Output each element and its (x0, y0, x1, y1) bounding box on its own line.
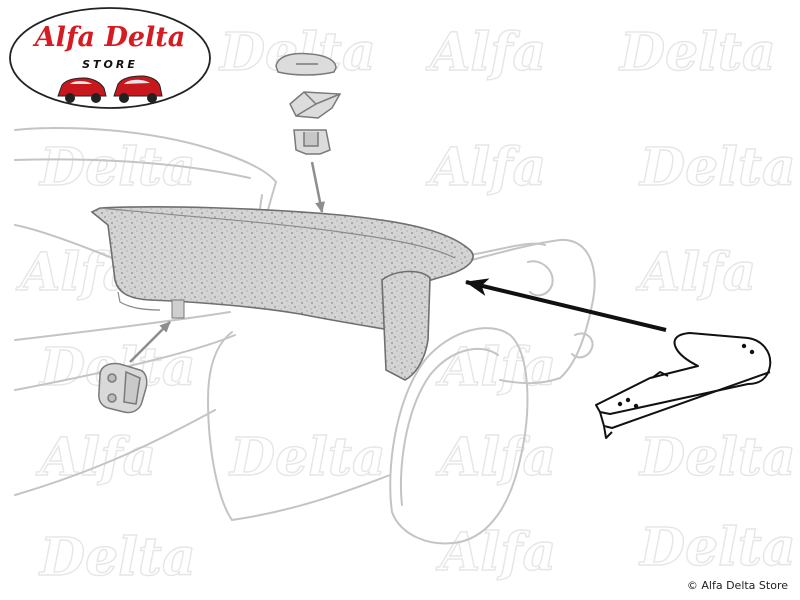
svg-text:Alfa: Alfa (425, 137, 546, 198)
logo-store-text: STORE (82, 58, 138, 71)
car-body-outline (14, 126, 596, 545)
svg-text:Delta: Delta (618, 22, 776, 83)
svg-text:Delta: Delta (638, 427, 796, 488)
logo-car-left (57, 77, 107, 103)
arrow-to-hinge-location (129, 321, 171, 363)
hinge-bracket-part (98, 362, 148, 414)
store-logo: Alfa Delta STORE (9, 7, 211, 109)
svg-text:Alfa: Alfa (425, 22, 546, 83)
rubber-stop-base-part (293, 129, 331, 155)
svg-text:Delta: Delta (38, 527, 196, 588)
svg-text:Alfa: Alfa (435, 522, 556, 583)
rubber-stop-clip-part (289, 91, 342, 119)
copyright-notice: © Alfa Delta Store (686, 579, 788, 592)
arrow-to-stop-location (310, 161, 325, 213)
svg-text:Alfa: Alfa (435, 337, 556, 398)
svg-text:Alfa: Alfa (35, 427, 156, 488)
rubber-stop-cap-part (275, 52, 337, 76)
svg-text:Alfa: Alfa (635, 242, 756, 303)
black-direction-arrow (465, 278, 667, 332)
gray-pointer-arrows (129, 161, 325, 363)
svg-text:Alfa: Alfa (435, 427, 556, 488)
interior-liner-panel (90, 206, 474, 381)
featured-side-panel-part (595, 332, 772, 439)
svg-text:Delta: Delta (38, 137, 196, 198)
logo-car-right (113, 75, 163, 103)
logo-brand-text: Alfa Delta (32, 22, 186, 53)
svg-text:Delta: Delta (228, 427, 386, 488)
svg-text:Delta: Delta (638, 517, 796, 578)
svg-text:Delta: Delta (638, 137, 796, 198)
